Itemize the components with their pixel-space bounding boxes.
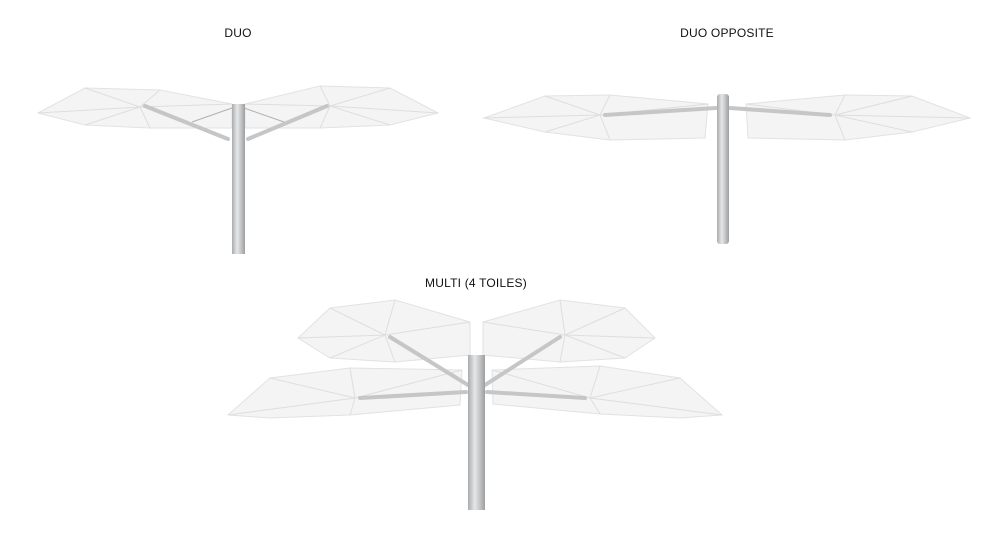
duo-opposite-label: DUO OPPOSITE — [680, 26, 774, 40]
multi-label: MULTI (4 TOILES) — [425, 276, 527, 290]
duo-umbrella-image — [36, 85, 440, 254]
duo-opposite-umbrella-image — [482, 94, 972, 244]
duo-label: DUO — [224, 26, 252, 40]
multi-umbrella-image — [226, 299, 724, 510]
